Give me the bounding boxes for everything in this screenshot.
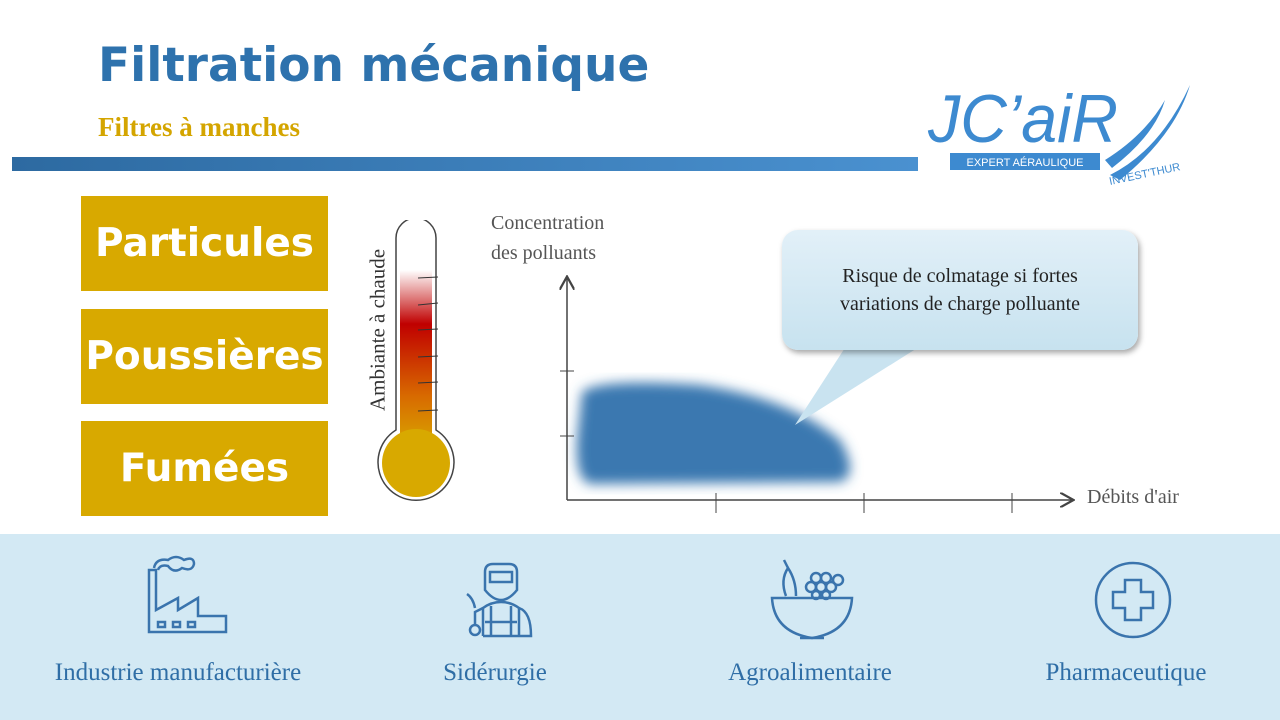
jcair-logo: JC’aiR EXPERT AÉRAULIQUE INVEST'THUR [927, 81, 1190, 188]
pollutant-fumees: Fumées [81, 421, 328, 516]
y-label-line: Concentration [491, 212, 605, 234]
factory-icon [147, 555, 228, 634]
thermometer-label: Ambiante à chaude [365, 248, 390, 412]
concentration-area [576, 382, 850, 484]
header-divider [12, 157, 918, 171]
pollutant-poussieres: Poussières [81, 309, 328, 404]
sectors-band [0, 534, 1280, 720]
svg-text:EXPERT AÉRAULIQUE: EXPERT AÉRAULIQUE [967, 156, 1084, 169]
callout-tail [795, 340, 930, 425]
page-title: Filtration mécanique [98, 38, 650, 93]
fruit-bowl-icon [770, 559, 854, 640]
thermometer-icon [377, 220, 455, 501]
pollutant-particules: Particules [81, 196, 328, 291]
y-axis-label: Concentration des polluants [491, 208, 604, 268]
callout: Risque de colmatage si fortes variations… [782, 230, 1138, 350]
sector-siderurgie: Sidérurgie [335, 550, 655, 687]
welder-icon [466, 562, 533, 638]
sector-agroalimentaire: Agroalimentaire [650, 550, 970, 687]
medical-cross-icon [1094, 561, 1172, 639]
sector-pharmaceutique: Pharmaceutique [966, 550, 1280, 687]
svg-text:INVEST'THUR: INVEST'THUR [1108, 161, 1181, 188]
page-subtitle: Filtres à manches [98, 112, 300, 142]
y-label-line: des polluants [491, 242, 596, 264]
sector-label: Pharmaceutique [1045, 659, 1207, 686]
sector-label: Industrie manufacturière [54, 659, 302, 686]
svg-text:JC’aiR: JC’aiR [927, 81, 1118, 157]
sector-label: Agroalimentaire [728, 659, 892, 686]
sector-industrie: Industrie manufacturière [18, 550, 338, 687]
x-axis-label: Débits d'air [1087, 486, 1179, 508]
sector-label: Sidérurgie [443, 659, 547, 686]
